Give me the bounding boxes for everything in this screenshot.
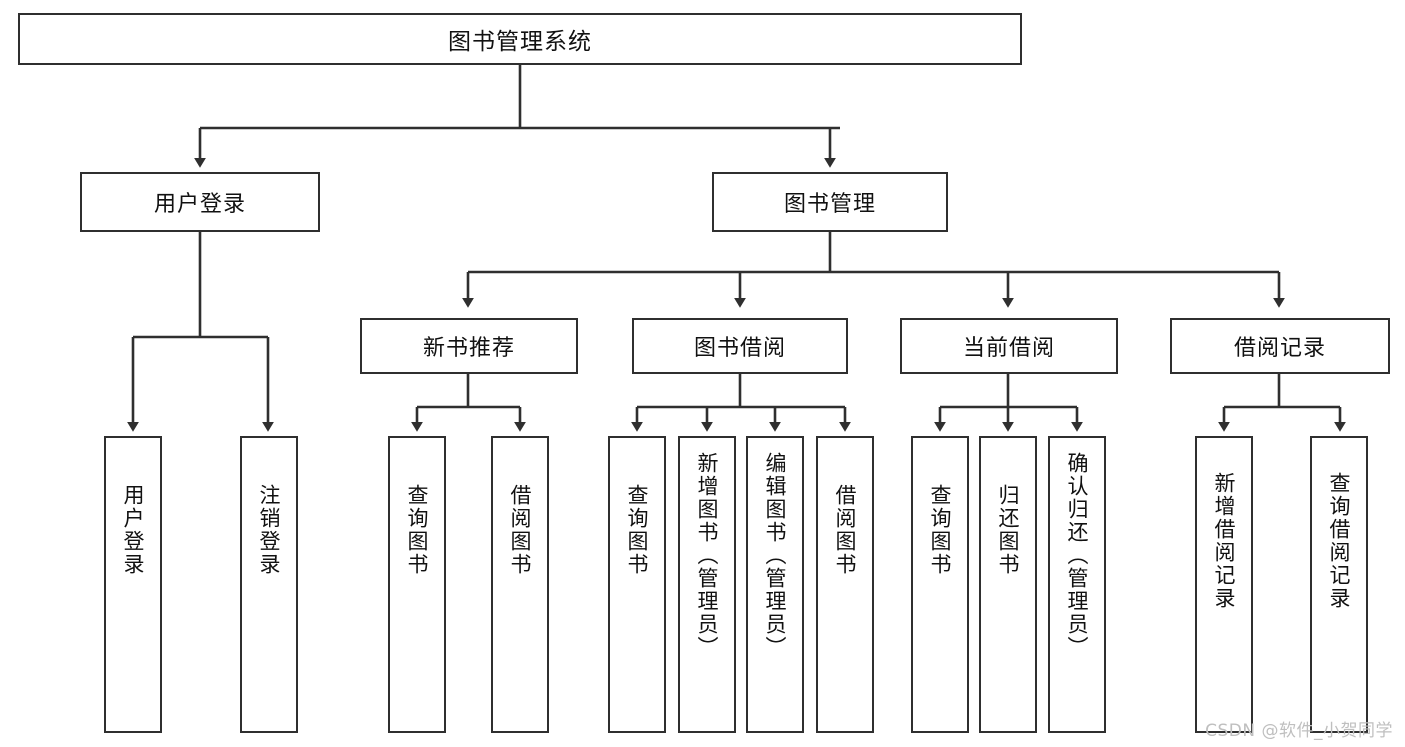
leaf-book-borrow-edit-book-admin[interactable]: 编辑图书（管理员） bbox=[746, 436, 804, 733]
leaf-borrow-record-add-record[interactable]: 新增借阅记录 bbox=[1195, 436, 1253, 733]
leaf-current-borrow-confirm-return-admin[interactable]: 确认归还（管理员） bbox=[1048, 436, 1106, 733]
leaf-user-login-signin[interactable]: 用户登录 bbox=[104, 436, 162, 733]
leaf-new-book-borrow-book[interactable]: 借阅图书 bbox=[491, 436, 549, 733]
leaf-current-borrow-return-book[interactable]: 归还图书 bbox=[979, 436, 1037, 733]
csdn-watermark: CSDN @软件_小贺同学 bbox=[1205, 721, 1393, 741]
leaf-borrow-record-query-record[interactable]: 查询借阅记录 bbox=[1310, 436, 1368, 733]
node-user-login[interactable]: 用户登录 bbox=[80, 172, 320, 232]
leaf-user-login-signout[interactable]: 注销登录 bbox=[240, 436, 298, 733]
node-root-book-management-system[interactable]: 图书管理系统 bbox=[18, 13, 1022, 65]
leaf-new-book-query-book[interactable]: 查询图书 bbox=[388, 436, 446, 733]
leaf-current-borrow-query-book[interactable]: 查询图书 bbox=[911, 436, 969, 733]
node-book-borrow[interactable]: 图书借阅 bbox=[632, 318, 848, 374]
node-book-management[interactable]: 图书管理 bbox=[712, 172, 948, 232]
node-borrow-record[interactable]: 借阅记录 bbox=[1170, 318, 1390, 374]
node-new-book-recommend[interactable]: 新书推荐 bbox=[360, 318, 578, 374]
leaf-book-borrow-borrow-book[interactable]: 借阅图书 bbox=[816, 436, 874, 733]
leaf-book-borrow-query-book[interactable]: 查询图书 bbox=[608, 436, 666, 733]
node-current-borrow[interactable]: 当前借阅 bbox=[900, 318, 1118, 374]
leaf-book-borrow-add-book-admin[interactable]: 新增图书（管理员） bbox=[678, 436, 736, 733]
